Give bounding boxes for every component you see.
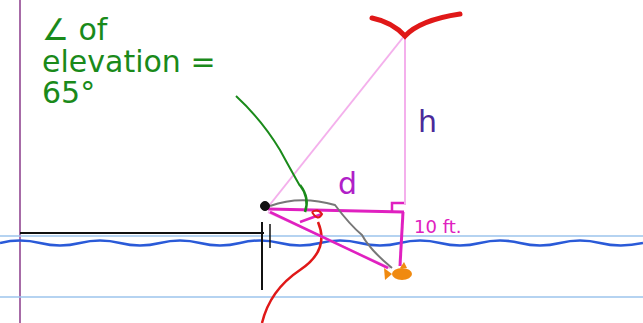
dock-post xyxy=(269,224,271,248)
fishing-line xyxy=(270,200,392,268)
bird xyxy=(372,14,460,36)
fishing-rod xyxy=(262,222,321,323)
sight-to-fish xyxy=(268,212,390,268)
dock-post xyxy=(261,222,263,290)
distance-label: d xyxy=(338,168,357,200)
height-line xyxy=(404,35,406,205)
depth-line xyxy=(400,212,403,266)
angle-mark xyxy=(312,210,322,217)
right-angle-mark xyxy=(392,203,404,212)
ruled-line xyxy=(0,296,643,298)
line-of-sight xyxy=(268,35,405,207)
dock xyxy=(20,232,264,234)
horizontal-distance xyxy=(268,209,404,212)
angle-arc xyxy=(300,185,307,212)
depth-label: 10 ft. xyxy=(414,218,461,237)
observer xyxy=(261,202,270,211)
fish-fin xyxy=(400,262,407,268)
height-label: h xyxy=(418,106,437,138)
fish-tail xyxy=(384,268,392,280)
margin-line xyxy=(19,0,21,323)
angle-label: ∠ of elevation = 65° xyxy=(42,14,240,109)
leader-line xyxy=(236,96,300,186)
fish xyxy=(392,268,412,280)
line-to-fish xyxy=(270,212,388,268)
